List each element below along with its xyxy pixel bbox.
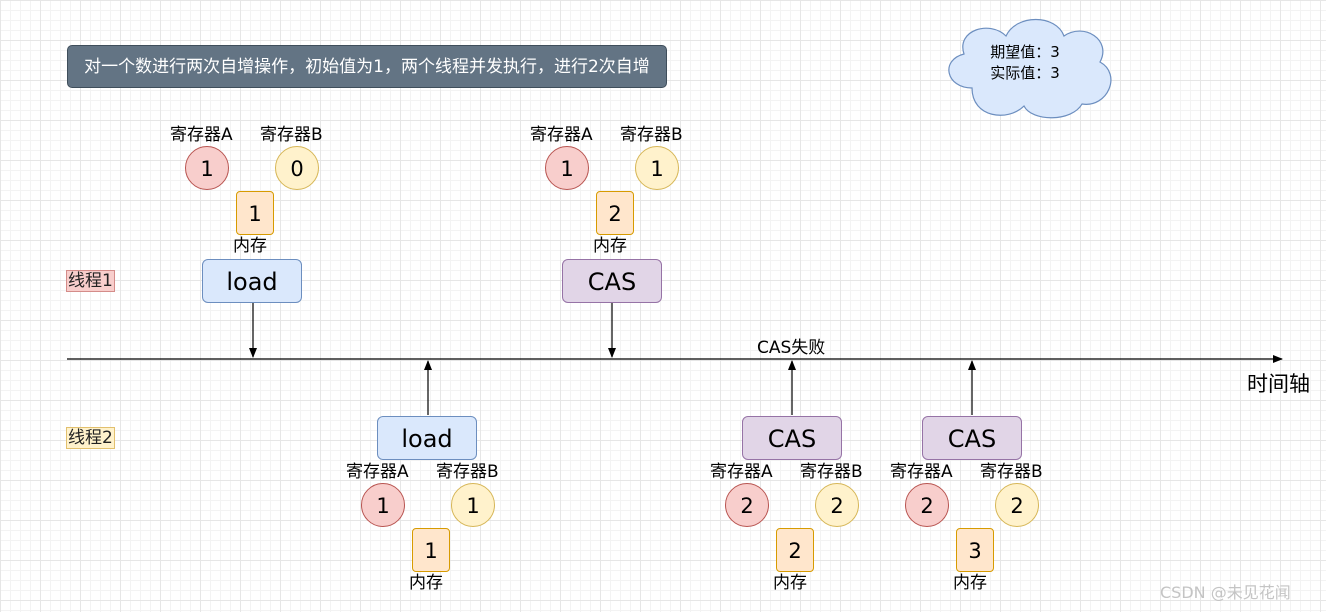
step2-memory-label: 内存 (409, 573, 443, 593)
step1-reg-a-label: 寄存器A (530, 125, 593, 145)
step4-memory-label: 内存 (953, 573, 987, 593)
step0-reg-a: 1 (185, 146, 229, 190)
step0-op: load (202, 259, 302, 303)
step1-memory-label: 内存 (593, 236, 627, 256)
step3-memory: 2 (776, 528, 814, 572)
step4-reg-b-label: 寄存器B (980, 462, 1043, 482)
step0-memory: 1 (236, 191, 274, 235)
step3-op: CAS (742, 416, 842, 460)
expected-value: 期望值：3 (990, 43, 1060, 61)
step3-reg-a: 2 (725, 483, 769, 527)
step3-reg-b-label: 寄存器B (800, 462, 863, 482)
thread2-label: 线程2 (66, 427, 115, 449)
step3-reg-b: 2 (815, 483, 859, 527)
step1-op: CAS (562, 259, 662, 303)
cloud-shape (948, 18, 1112, 119)
step2-reg-a-label: 寄存器A (346, 462, 409, 482)
step0-reg-b-label: 寄存器B (260, 125, 323, 145)
step1-memory: 2 (596, 191, 634, 235)
thread1-label: 线程1 (66, 270, 115, 292)
step2-reg-a: 1 (361, 483, 405, 527)
timeline-label: 时间轴 (1247, 372, 1310, 396)
step4-reg-a-label: 寄存器A (890, 462, 953, 482)
step2-reg-b-label: 寄存器B (436, 462, 499, 482)
step0-reg-a-label: 寄存器A (170, 125, 233, 145)
cloud-text: 期望值：3 实际值：3 (932, 42, 1118, 84)
step0-memory-label: 内存 (233, 236, 267, 256)
step0-reg-b: 0 (275, 146, 319, 190)
step4-op: CAS (922, 416, 1022, 460)
step3-reg-a-label: 寄存器A (710, 462, 773, 482)
step1-reg-b-label: 寄存器B (620, 125, 683, 145)
step1-reg-b: 1 (635, 146, 679, 190)
step2-op: load (377, 416, 477, 460)
step2-memory: 1 (412, 528, 450, 572)
cas-fail-label: CAS失败 (757, 338, 826, 358)
step3-memory-label: 内存 (773, 573, 807, 593)
diagram-title: 对一个数进行两次自增操作，初始值为1，两个线程并发执行，进行2次自增 (67, 45, 667, 88)
step4-reg-a: 2 (905, 483, 949, 527)
actual-value: 实际值：3 (990, 64, 1060, 82)
watermark: CSDN @未见花闻 (1160, 583, 1291, 602)
step1-reg-a: 1 (545, 146, 589, 190)
step4-reg-b: 2 (995, 483, 1039, 527)
step4-memory: 3 (956, 528, 994, 572)
step2-reg-b: 1 (451, 483, 495, 527)
